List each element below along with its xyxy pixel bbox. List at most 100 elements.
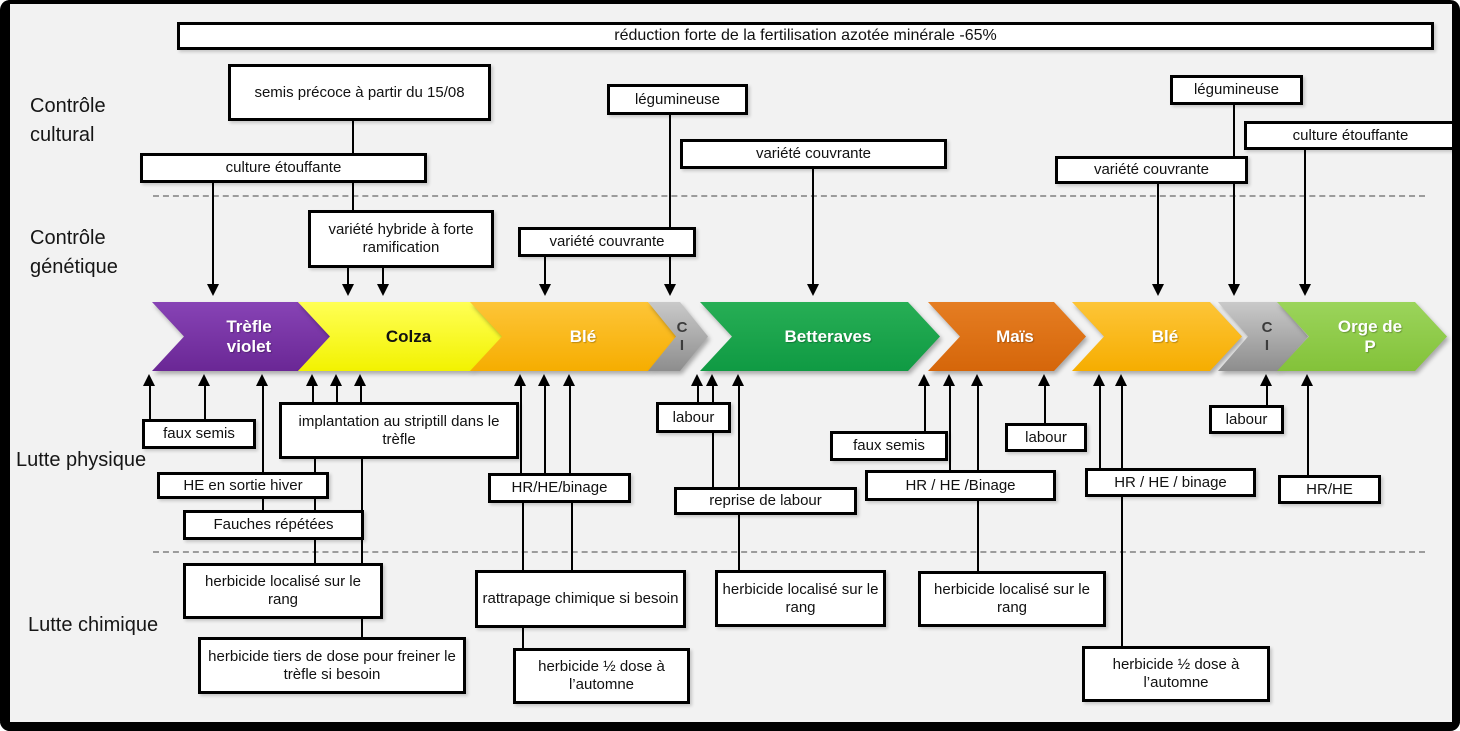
- connector-line: [522, 628, 524, 648]
- connector-line: [544, 257, 546, 287]
- box-rattrapage-chimique: rattrapage chimique si besoin: [475, 570, 686, 628]
- connector-line: [738, 384, 740, 487]
- crop-label: C I: [1261, 319, 1273, 354]
- connector-line: [204, 384, 206, 419]
- box-implantation-striptill: implantation au striptill dans le trèfle: [279, 402, 519, 459]
- arrow-up-icon: [1038, 374, 1050, 386]
- frame-border: [0, 0, 10, 731]
- arrow-up-icon: [971, 374, 983, 386]
- banner-fertilisation: réduction forte de la fertilisation azot…: [177, 22, 1434, 50]
- box-herbicide-demi-dose-ble2: herbicide ½ dose à l’automne: [1082, 646, 1270, 702]
- arrow-up-icon: [330, 374, 342, 386]
- arrow-down-icon: [1299, 284, 1311, 296]
- box-labour-ci2: labour: [1209, 405, 1284, 434]
- connector-line: [1304, 150, 1306, 287]
- crop-label: Orge de P: [1337, 316, 1403, 356]
- connector-line: [712, 384, 714, 402]
- box-variete-couvrante-ble2: variété couvrante: [1055, 156, 1248, 184]
- connector-line: [1044, 384, 1046, 423]
- connector-line: [669, 115, 671, 287]
- box-culture-etouffante-right: culture étouffante: [1244, 121, 1457, 150]
- connector-line: [924, 384, 926, 431]
- crop-label: Blé: [569, 326, 597, 346]
- box-hr-he-orge: HR/HE: [1278, 475, 1381, 504]
- arrow-up-icon: [691, 374, 703, 386]
- box-labour-mais: labour: [1005, 423, 1087, 452]
- connector-line: [569, 384, 571, 473]
- arrow-up-icon: [918, 374, 930, 386]
- arrow-down-icon: [207, 284, 219, 296]
- frame-border: [0, 722, 1460, 731]
- connector-line: [347, 267, 349, 287]
- arrow-up-icon: [198, 374, 210, 386]
- connector-line: [1099, 384, 1101, 468]
- arrow-up-icon: [706, 374, 718, 386]
- crop-label: Blé: [1151, 326, 1179, 346]
- connector-line: [361, 619, 363, 637]
- arrow-down-icon: [539, 284, 551, 296]
- connector-line: [1266, 384, 1268, 405]
- crop-label: Maïs: [996, 326, 1034, 346]
- box-faux-semis-mais: faux semis: [830, 431, 948, 461]
- connector-line: [336, 384, 338, 403]
- box-herbicide-tiers-dose: herbicide tiers de dose pour freiner le …: [198, 637, 466, 694]
- arrow-up-icon: [354, 374, 366, 386]
- arrow-down-icon: [1152, 284, 1164, 296]
- connector-line: [1307, 384, 1309, 475]
- box-herbicide-demi-dose-ble1: herbicide ½ dose à l’automne: [513, 648, 690, 704]
- frame-border: [1452, 0, 1460, 731]
- box-faux-semis-trefle: faux semis: [142, 419, 256, 449]
- crop-label: Betteraves: [784, 326, 872, 346]
- connector-line: [360, 384, 362, 403]
- arrow-down-icon: [1228, 284, 1240, 296]
- crop-chevron-ble-2: Blé: [1072, 302, 1242, 371]
- frame-border: [0, 0, 1460, 4]
- arrow-up-icon: [1260, 374, 1272, 386]
- box-culture-etouffante-left: culture étouffante: [140, 153, 427, 183]
- box-hr-he-binage-ble1: HR/HE/binage: [488, 473, 631, 503]
- arrow-up-icon: [143, 374, 155, 386]
- connector-line: [1233, 104, 1235, 287]
- dashed-separator-bottom: [153, 551, 1425, 553]
- box-labour-ci1: labour: [656, 402, 731, 433]
- connector-line: [812, 168, 814, 287]
- box-hr-he-binage-mais: HR / HE /Binage: [865, 470, 1056, 501]
- connector-line: [738, 514, 740, 570]
- crop-chevron-colza: Colza: [298, 302, 503, 371]
- crop-chevron-betteraves: Betteraves: [700, 302, 940, 371]
- box-herbicide-localise-mais: herbicide localisé sur le rang: [918, 571, 1106, 627]
- crop-chevron-ci-1: C I: [648, 302, 708, 371]
- connector-line: [149, 384, 151, 419]
- row-label-lutte-physique: Lutte physique: [16, 449, 147, 471]
- connector-line: [1157, 184, 1159, 287]
- arrow-up-icon: [306, 374, 318, 386]
- arrow-up-icon: [563, 374, 575, 386]
- arrow-up-icon: [1115, 374, 1127, 386]
- connector-line: [262, 384, 264, 512]
- box-semis-precoce: semis précoce à partir du 15/08: [228, 64, 491, 121]
- connector-line: [571, 502, 573, 570]
- row-label-lutte-chimique: Lutte chimique: [28, 614, 159, 636]
- box-hr-he-binage-ble2: HR / HE / binage: [1085, 468, 1256, 497]
- dashed-separator-top: [153, 195, 1425, 197]
- crop-chevron-mais: Maïs: [928, 302, 1086, 371]
- crop-label: Trèfle violet: [226, 316, 272, 356]
- row-label-controle-cultural: Contrôle cultural: [30, 95, 106, 146]
- box-variete-hybride: variété hybride à forte ramification: [308, 210, 494, 268]
- arrow-up-icon: [943, 374, 955, 386]
- connector-line: [544, 384, 546, 473]
- arrow-up-icon: [514, 374, 526, 386]
- box-legumineuse-ci1: légumineuse: [607, 84, 748, 115]
- connector-line: [212, 183, 214, 287]
- connector-line: [522, 502, 524, 570]
- arrow-down-icon: [377, 284, 389, 296]
- box-he-sortie-hiver: HE en sortie hiver: [157, 472, 329, 499]
- arrow-up-icon: [538, 374, 550, 386]
- arrow-up-icon: [256, 374, 268, 386]
- connector-line: [382, 267, 384, 287]
- arrow-up-icon: [732, 374, 744, 386]
- arrow-up-icon: [1093, 374, 1105, 386]
- box-reprise-labour: reprise de labour: [674, 487, 857, 515]
- crop-chevron-orge-de-p: Orge de P: [1277, 302, 1447, 371]
